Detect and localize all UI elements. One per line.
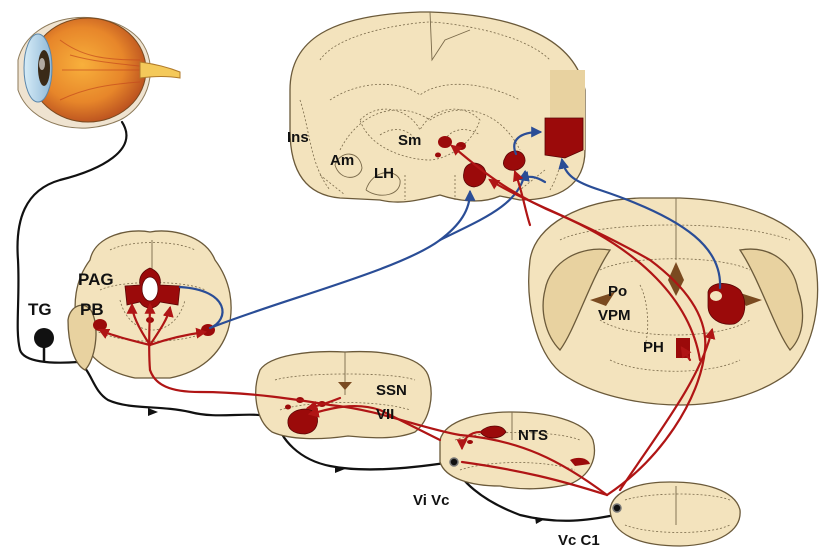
- label-po: Po: [608, 283, 627, 300]
- label-pb: PB: [80, 300, 104, 319]
- label-sm: Sm: [398, 132, 421, 149]
- label-ssn: SSN: [376, 382, 407, 399]
- spinal-section: [610, 482, 740, 546]
- thalamus-section: [529, 198, 818, 405]
- label-vc-c1: Vc C1: [558, 532, 600, 549]
- medulla-section: [440, 412, 594, 489]
- label-lh: LH: [374, 165, 394, 182]
- label-vii: VII: [376, 406, 394, 423]
- eye-illustration: [18, 17, 180, 128]
- trigeminal-ganglion-dot: [34, 328, 54, 348]
- label-vi-vc: Vi Vc: [413, 492, 449, 509]
- label-am: Am: [330, 152, 354, 169]
- label-pag: PAG: [78, 270, 114, 289]
- label-vpm: VPM: [598, 307, 631, 324]
- label-tg: TG: [28, 300, 52, 319]
- label-ins: Ins: [287, 129, 309, 146]
- forebrain-section: [290, 12, 585, 202]
- label-ph: PH: [643, 339, 664, 356]
- label-nts: NTS: [518, 427, 548, 444]
